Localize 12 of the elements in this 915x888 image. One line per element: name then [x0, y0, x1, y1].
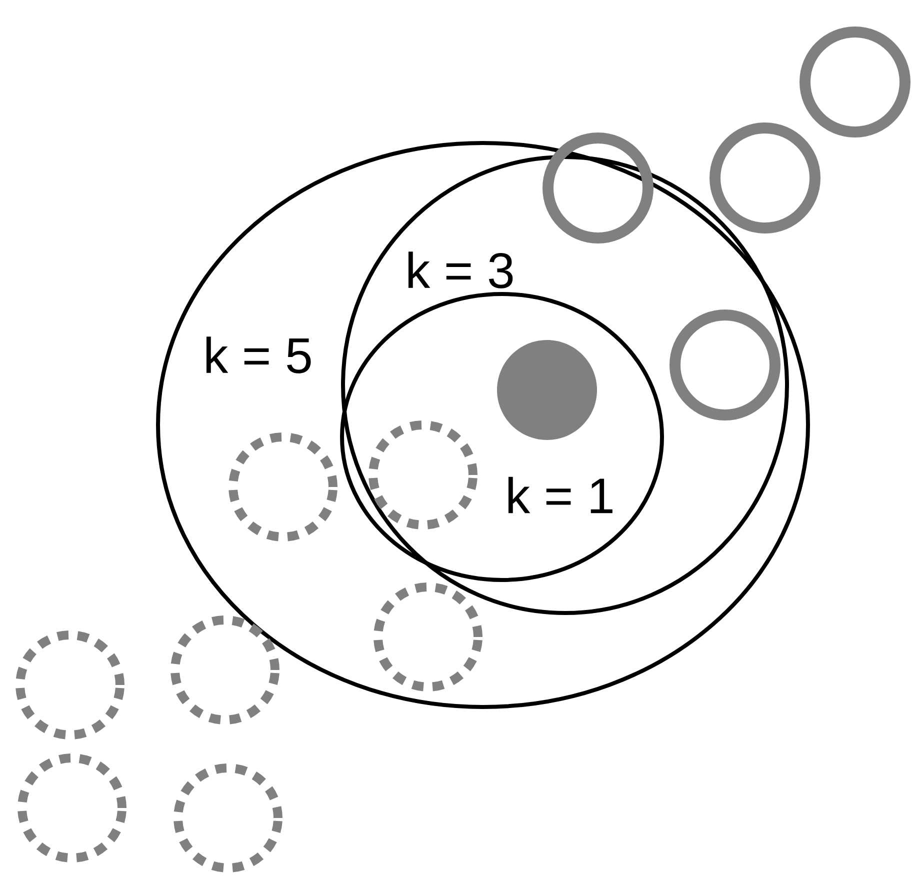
- query-point: [497, 340, 597, 440]
- class-b-point: [18, 753, 126, 862]
- class-b-point: [174, 763, 282, 872]
- class-a-point: [670, 309, 780, 420]
- class-b-point: [374, 582, 482, 692]
- class-b-point: [228, 432, 338, 542]
- class-b-point: [16, 630, 124, 740]
- class-a-point: [542, 132, 654, 244]
- class-a-point: [800, 26, 910, 138]
- class-b-point: [170, 615, 280, 724]
- class-a-point: [710, 122, 820, 234]
- class-b-point: [368, 420, 478, 530]
